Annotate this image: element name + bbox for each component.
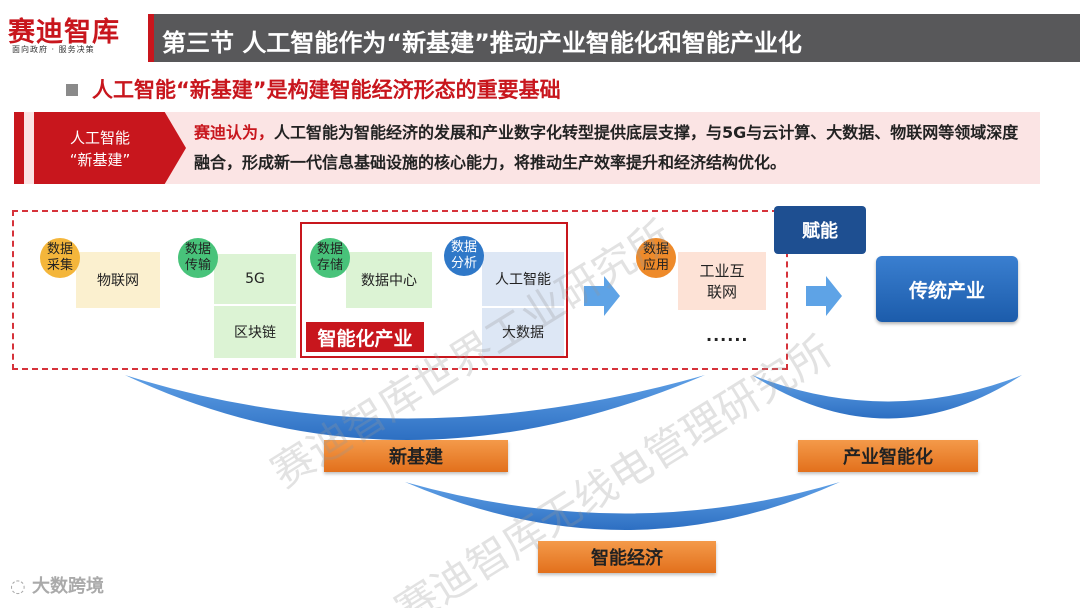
iot-box: 物联网 bbox=[76, 252, 160, 308]
callout-lead: 赛迪认为， bbox=[194, 123, 275, 142]
industrial-internet-box: 工业互 联网 bbox=[678, 252, 766, 310]
blockchain-box: 区块链 bbox=[214, 306, 296, 358]
arc-industry bbox=[752, 375, 1022, 419]
data-apply-circle: 数据 应用 bbox=[636, 238, 676, 278]
callout-left-bar bbox=[14, 112, 24, 184]
data-analyze-circle: 数据 分析 bbox=[444, 236, 484, 276]
smart-industry-frame bbox=[300, 222, 568, 358]
footer-text: 大数跨境 bbox=[31, 576, 104, 597]
arc-smart-economy bbox=[405, 482, 840, 530]
traditional-industry-box: 传统产业 bbox=[876, 256, 1018, 322]
callout-tag: 人工智能 “新基建” bbox=[34, 112, 186, 184]
data-transmit-circle: 数据 传输 bbox=[178, 238, 218, 278]
more-ellipsis: ...... bbox=[706, 326, 749, 345]
callout-tag-line2: “新基建” bbox=[69, 151, 131, 169]
arrow-right-icon bbox=[806, 276, 842, 316]
data-center-box: 数据中心 bbox=[346, 252, 432, 308]
empower-box: 赋能 bbox=[774, 206, 866, 254]
5g-box: 5G bbox=[214, 254, 296, 304]
industry-intel-label: 产业智能化 bbox=[798, 440, 978, 472]
page-title: 第三节 人工智能作为“新基建”推动产业智能化和智能产业化 bbox=[162, 29, 802, 57]
arrow-right-icon bbox=[584, 276, 620, 316]
callout-text: 赛迪认为，人工智能为智能经济的发展和产业数字化转型提供底层支撑，与5G与云计算、… bbox=[194, 118, 1032, 178]
title-accent bbox=[148, 14, 154, 62]
new-infra-label: 新基建 bbox=[324, 440, 508, 472]
footer-brand: ◌ 大数跨境 bbox=[10, 576, 104, 597]
data-store-circle: 数据 存储 bbox=[310, 238, 350, 278]
subheading: 人工智能“新基建”是构建智能经济形态的重要基础 bbox=[92, 78, 561, 102]
arc-new-infra bbox=[125, 375, 705, 440]
callout-body: 人工智能为智能经济的发展和产业数字化转型提供底层支撑，与5G与云计算、大数据、物… bbox=[194, 123, 1019, 172]
data-collect-circle: 数据 采集 bbox=[40, 238, 80, 278]
big-data-box: 大数据 bbox=[482, 308, 564, 356]
ai-box: 人工智能 bbox=[482, 252, 564, 306]
callout-tag-line1: 人工智能 bbox=[69, 129, 130, 147]
data-flow-dashed-frame bbox=[12, 210, 788, 370]
title-bar: 第三节 人工智能作为“新基建”推动产业智能化和智能产业化 bbox=[148, 14, 1080, 62]
logo-slogan: 面向政府 · 服务决策 bbox=[12, 45, 95, 54]
smart-industry-label: 智能化产业 bbox=[306, 322, 424, 352]
square-bullet-icon bbox=[66, 84, 78, 96]
logo: 赛迪智库 bbox=[8, 17, 120, 48]
smart-economy-label: 智能经济 bbox=[538, 541, 716, 573]
